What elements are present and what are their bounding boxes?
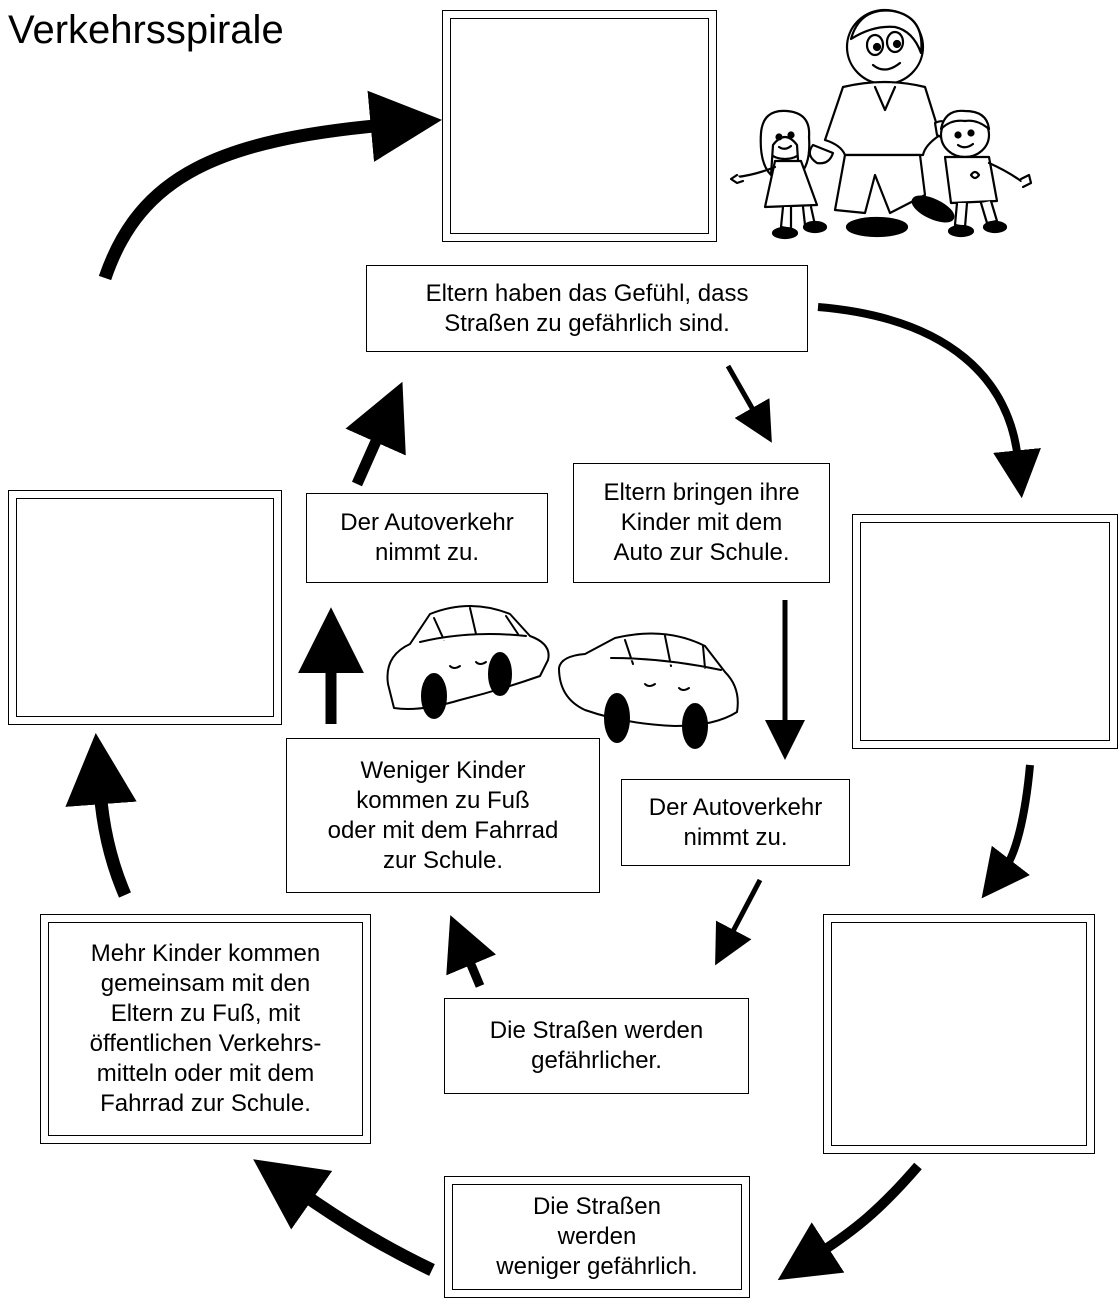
- statement-traffic-increases-right: Der Autoverkehr nimmt zu.: [621, 779, 850, 866]
- car-illustration-right: [558, 632, 739, 749]
- statement-traffic-increases-left: Der Autoverkehr nimmt zu.: [306, 493, 548, 583]
- arrow-left-box-to-left: [65, 732, 137, 898]
- arrow-left-to-top: [98, 90, 442, 281]
- arrow-dangerous-to-fewer: [446, 915, 497, 988]
- arrow-traffic-to-feel: [345, 381, 406, 487]
- arrow-top-to-right: [817, 303, 1041, 499]
- car-illustration-left: [386, 605, 550, 719]
- page-title: Verkehrsspirale: [8, 8, 284, 52]
- empty-box-top[interactable]: [442, 10, 717, 242]
- empty-box-left[interactable]: [8, 490, 282, 725]
- arrow-right-lower-to-bottom: [777, 1162, 922, 1281]
- arrow-right-upper-to-lower: [981, 764, 1034, 899]
- family-illustration: [729, 8, 1033, 240]
- statement-streets-less-dangerous: Die Straßen werden weniger gefährlich.: [444, 1176, 750, 1298]
- arrow-bottom-to-left-box: [253, 1159, 435, 1276]
- arrow-traffic-to-dangerous: [715, 878, 763, 966]
- empty-box-right-upper[interactable]: [852, 514, 1118, 749]
- statement-fewer-children-walk: Weniger Kinder kommen zu Fuß oder mit de…: [286, 738, 600, 893]
- statement-parents-feel-danger: Eltern haben das Gefühl, dass Straßen zu…: [366, 265, 808, 352]
- statement-parents-drive-children: Eltern bringen ihre Kinder mit dem Auto …: [573, 463, 830, 583]
- empty-box-right-lower[interactable]: [823, 914, 1095, 1154]
- arrow-feel-to-drive: [725, 364, 772, 443]
- statement-more-children-walk: Mehr Kinder kommen gemeinsam mit den Elt…: [40, 914, 371, 1144]
- statement-streets-more-dangerous: Die Straßen werden gefährlicher.: [444, 998, 749, 1094]
